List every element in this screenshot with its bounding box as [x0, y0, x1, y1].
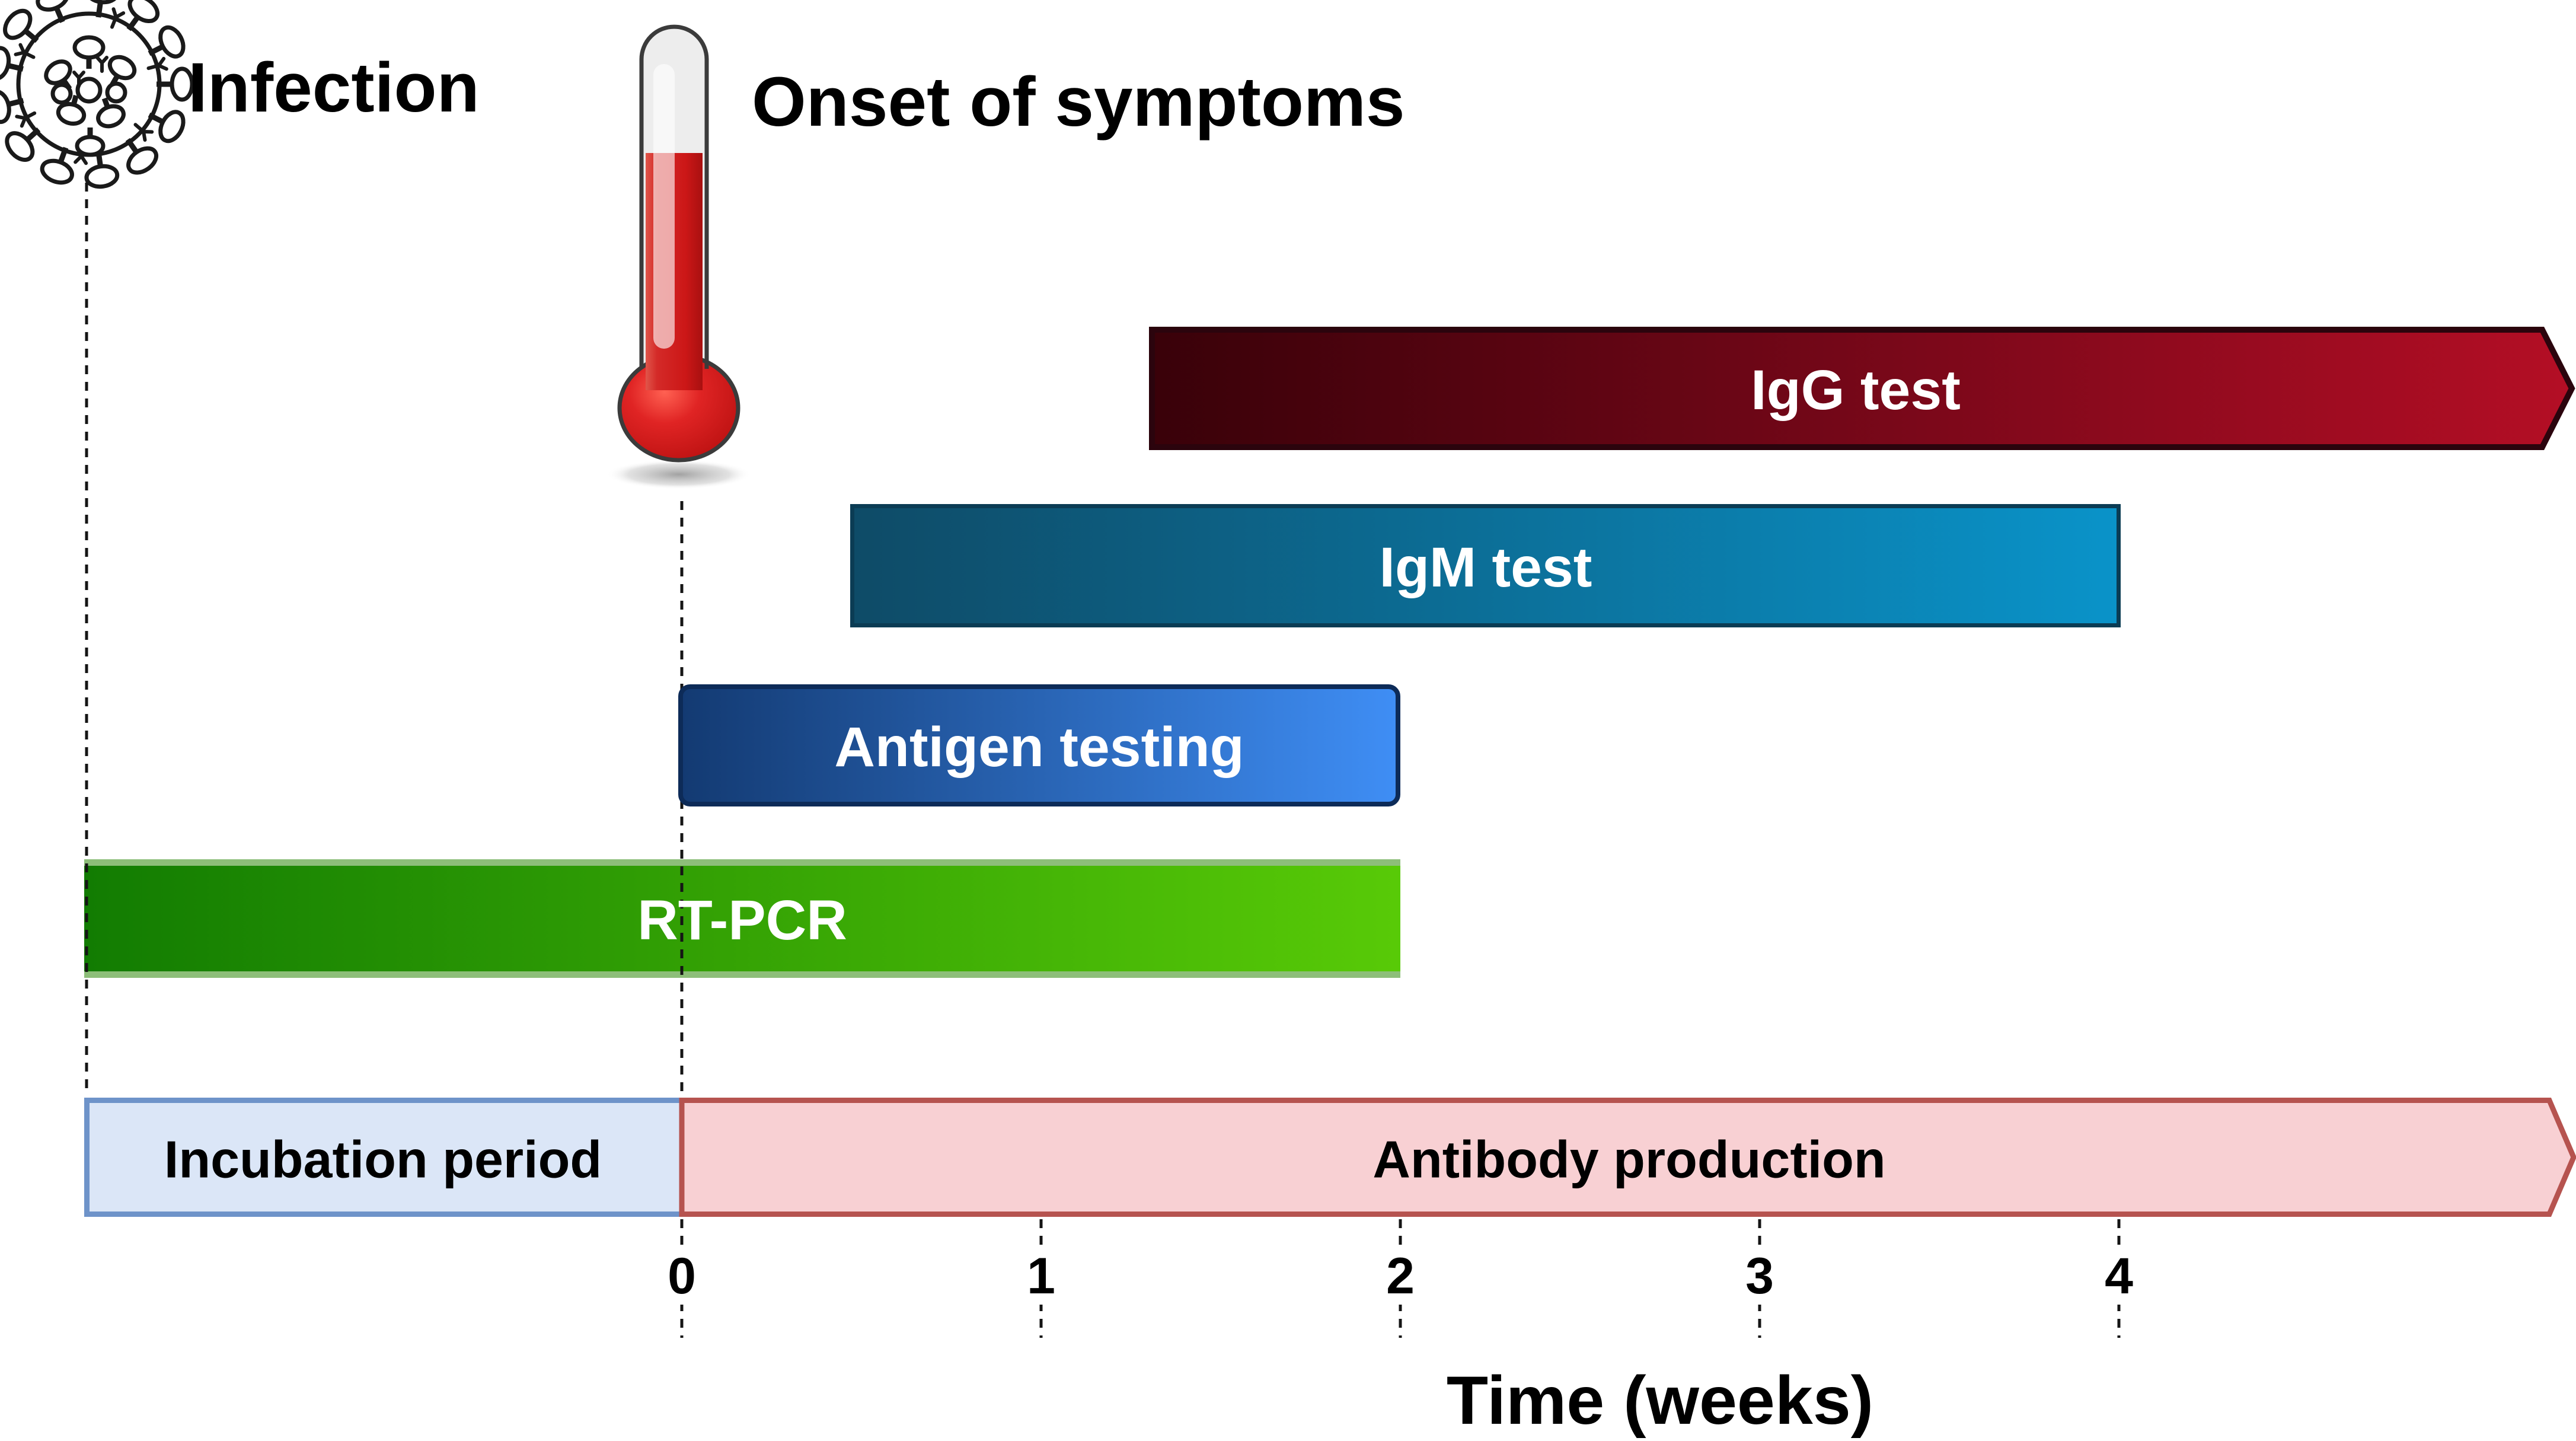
virus-spikes — [0, 0, 194, 189]
antibody-band — [679, 1098, 2576, 1217]
thermometer-shadow — [607, 460, 751, 489]
axis-tick-label: 3 — [1745, 1248, 1774, 1305]
incubation-band-label: Incubation period — [164, 1130, 602, 1189]
axis-tick-label: 4 — [2105, 1248, 2133, 1305]
rtpcr-bar-label: RT-PCR — [637, 889, 847, 952]
igm-bar — [850, 504, 2121, 627]
thermometer-icon — [607, 24, 751, 489]
antigen-bar — [678, 684, 1400, 806]
time-axis-label: Time (weeks) — [1447, 1363, 1873, 1438]
coronavirus-icon — [0, 0, 194, 189]
rtpcr-bar — [84, 859, 1400, 978]
igg-bar-label: IgG test — [1751, 359, 1961, 422]
axis-ticks: 0 1 2 3 4 — [655, 1219, 2146, 1338]
phase-band — [84, 1098, 2576, 1217]
infection-label: Infection — [188, 49, 480, 127]
antigen-bar-label: Antigen testing — [834, 716, 1244, 779]
axis-tick-label: 0 — [668, 1248, 696, 1305]
virus-inner-shapes — [44, 35, 137, 157]
axis-tick-label: 2 — [1386, 1248, 1415, 1305]
igg-bar — [1149, 327, 2575, 450]
onset-of-symptoms-label: Onset of symptoms — [752, 63, 1405, 141]
axis-tick-label: 1 — [1027, 1248, 1055, 1305]
antibody-band-label: Antibody production — [1372, 1130, 1885, 1189]
igm-bar-label: IgM test — [1380, 536, 1592, 599]
